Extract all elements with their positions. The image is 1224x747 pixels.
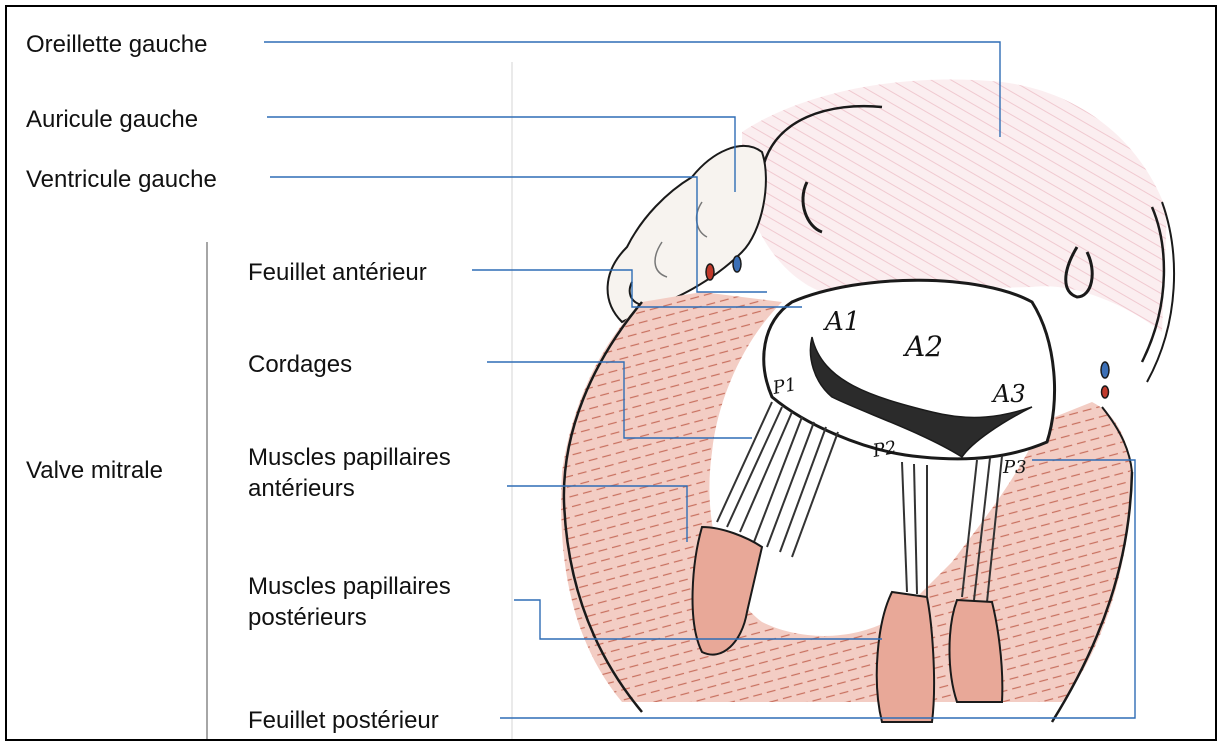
label-auricule-gauche: Auricule gauche bbox=[26, 105, 198, 135]
figure-frame: A1 A2 A3 P1 P2 P3 Oreillette gauche Auri… bbox=[5, 5, 1217, 741]
label-feuillet-anterieur: Feuillet antérieur bbox=[248, 258, 427, 288]
leader-auricule bbox=[267, 117, 735, 192]
label-feuillet-posterieur: Feuillet postérieur bbox=[248, 706, 439, 736]
label-muscles-posterieurs-line2: postérieurs bbox=[248, 603, 367, 633]
papillary-muscle-posterior-1 bbox=[877, 592, 934, 722]
label-muscles-anterieurs-line1: Muscles papillaires bbox=[248, 443, 451, 473]
label-valve-mitrale: Valve mitrale bbox=[26, 456, 163, 486]
label-muscles-anterieurs-line2: antérieurs bbox=[248, 474, 355, 504]
segment-a3-label: A3 bbox=[993, 379, 1026, 409]
label-muscles-posterieurs-line1: Muscles papillaires bbox=[248, 572, 451, 602]
label-cordages: Cordages bbox=[248, 350, 352, 380]
segment-a2-label: A2 bbox=[905, 332, 943, 362]
label-oreillette-gauche: Oreillette gauche bbox=[26, 30, 207, 60]
segment-a1-label: A1 bbox=[825, 307, 860, 337]
mitral-annulus bbox=[764, 280, 1055, 459]
papillary-muscle-posterior-2 bbox=[950, 600, 1003, 702]
label-ventricule-gauche: Ventricule gauche bbox=[26, 165, 217, 195]
segment-p3-label: P3 bbox=[1003, 453, 1027, 483]
segment-p2-label: P2 bbox=[871, 433, 899, 467]
segment-p1-label: P1 bbox=[771, 370, 799, 404]
